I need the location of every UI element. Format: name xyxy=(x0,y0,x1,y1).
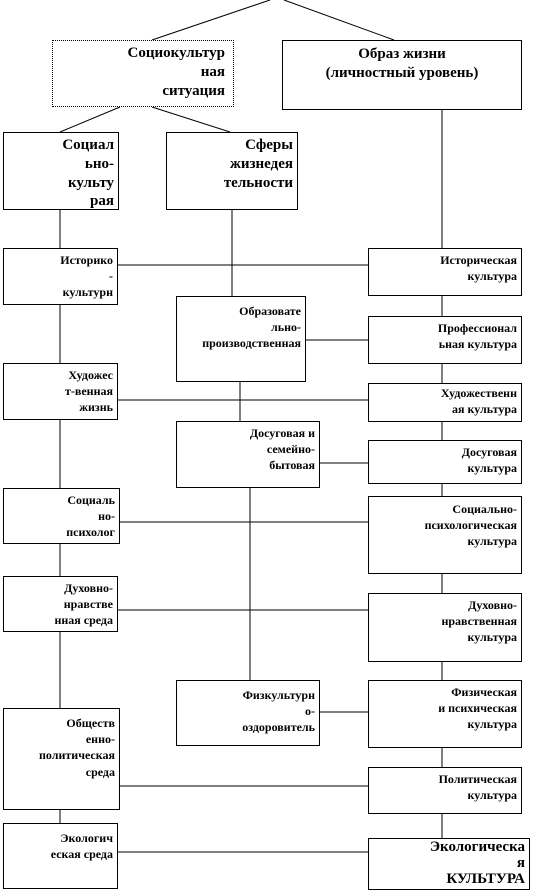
historico-cultural-box: Историко - культурн xyxy=(3,248,118,305)
sociocultural-situation-box: Социокультур ная ситуация xyxy=(52,40,234,107)
lifestyle-box: Образ жизни (личностный уровень) xyxy=(282,40,522,110)
professional-culture-box: Профессионал ьная культура xyxy=(368,316,522,364)
ecological-culture-box: Экологическа я КУЛЬТУРА xyxy=(368,838,530,890)
artistic-life-box: Художес т-венная жизнь xyxy=(3,363,118,420)
historical-culture-box: Историческая культура xyxy=(368,248,522,296)
social-cultural-box: Социал ьно- культу рая xyxy=(3,132,119,210)
leisure-family-box: Досуговая и семейно- бытовая xyxy=(176,421,320,488)
artistic-culture-box: Художественн ая культура xyxy=(368,383,522,422)
educational-production-box: Образовате льно- производственная xyxy=(176,296,306,382)
socio-psychological-culture-box: Социально- психологическая культура xyxy=(368,496,522,574)
physical-mental-culture-box: Физическая и психическая культура xyxy=(368,680,522,748)
spheres-of-life-box: Сферы жизнедея тельности xyxy=(166,132,298,210)
social-political-environment-box: Обществ енно- политическая среда xyxy=(3,708,120,810)
spiritual-moral-culture-box: Духовно- нравственная культура xyxy=(368,593,522,662)
leisure-culture-box: Досуговая культура xyxy=(368,440,522,484)
ecological-environment-box: Экологич еская среда xyxy=(3,823,118,889)
spiritual-moral-environment-box: Духовно- нравстве нная среда xyxy=(3,576,118,632)
social-psychological-box: Социаль но- психолог xyxy=(3,488,120,544)
political-culture-box: Политическая культура xyxy=(368,767,522,814)
physical-health-box: Физкультурн о- оздоровитель xyxy=(176,680,320,746)
